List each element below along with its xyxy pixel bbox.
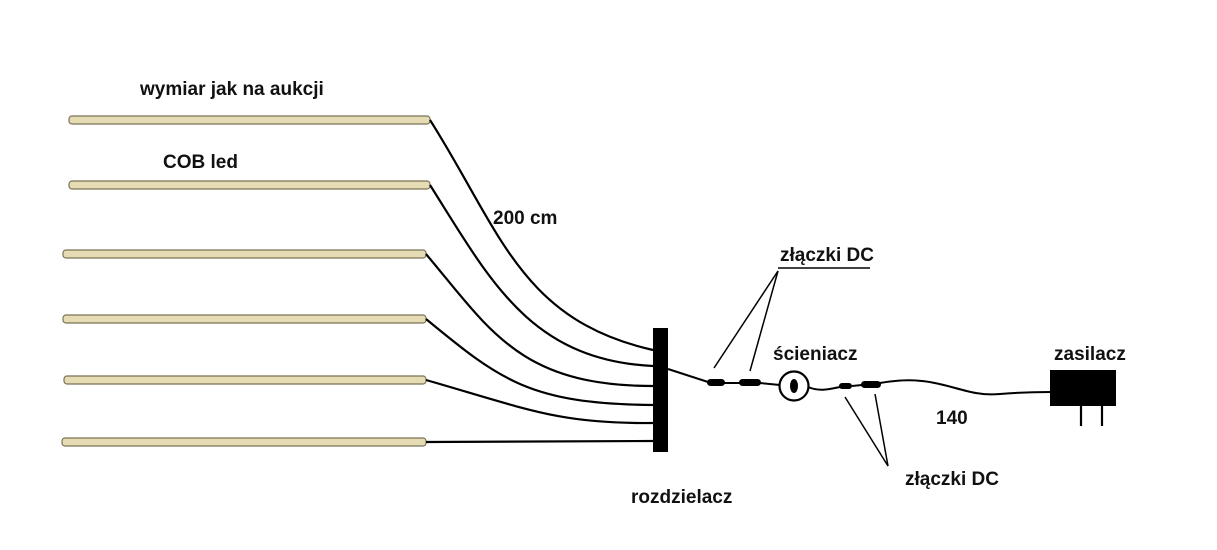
led-strip-4 xyxy=(62,314,427,324)
reducer-label: ścieniacz xyxy=(773,344,858,365)
wire-3 xyxy=(425,253,654,388)
reducer xyxy=(778,370,810,402)
led-strip-1 xyxy=(68,115,431,125)
cable-to-psu xyxy=(879,379,1052,396)
cable-splitter-to-connector xyxy=(667,368,709,383)
pointer-top-right xyxy=(749,270,779,372)
led-strip-5 xyxy=(63,375,427,385)
reducer-core xyxy=(790,379,798,393)
wire-2 xyxy=(429,184,654,368)
wire-6 xyxy=(425,439,654,444)
splitter-block xyxy=(653,328,668,452)
led-strip-6 xyxy=(61,437,427,447)
strip-wires xyxy=(425,119,654,444)
pointer-bottom-right xyxy=(874,393,889,467)
led-strip-3 xyxy=(62,249,427,259)
connectors-top-label: złączki DC xyxy=(780,245,874,266)
wire-4 xyxy=(425,318,654,407)
cable-reducer-out xyxy=(807,386,841,391)
dc-connector-2 xyxy=(739,379,761,386)
connectors-bottom-label: złączki DC xyxy=(905,469,999,490)
pointer-bottom-left xyxy=(844,396,889,467)
dc-connectors xyxy=(707,379,881,389)
cable-connector-gap-2 xyxy=(851,384,863,387)
cable-to-reducer xyxy=(759,382,781,386)
power-supply-body xyxy=(1050,370,1116,406)
output-cable xyxy=(667,368,1052,396)
wire-1 xyxy=(429,119,654,352)
pointer-top-left xyxy=(713,270,779,369)
cable-length-label: 200 cm xyxy=(493,208,557,229)
dc-connector-1 xyxy=(707,379,725,386)
led-strip-2 xyxy=(68,180,431,190)
strip-type-label: COB led xyxy=(163,152,238,173)
dc-connector-4 xyxy=(861,381,881,388)
power-supply xyxy=(1050,370,1116,426)
pointer-lines xyxy=(713,267,889,467)
dc-connector-3 xyxy=(839,383,852,389)
splitter-label: rozdzielacz xyxy=(631,487,732,508)
led-strips xyxy=(61,115,431,447)
power-cable-length-label: 140 xyxy=(936,408,968,429)
dimension-note-label: wymiar jak na aukcji xyxy=(139,79,324,100)
wire-5 xyxy=(425,378,654,425)
power-supply-label: zasilacz xyxy=(1054,344,1126,365)
